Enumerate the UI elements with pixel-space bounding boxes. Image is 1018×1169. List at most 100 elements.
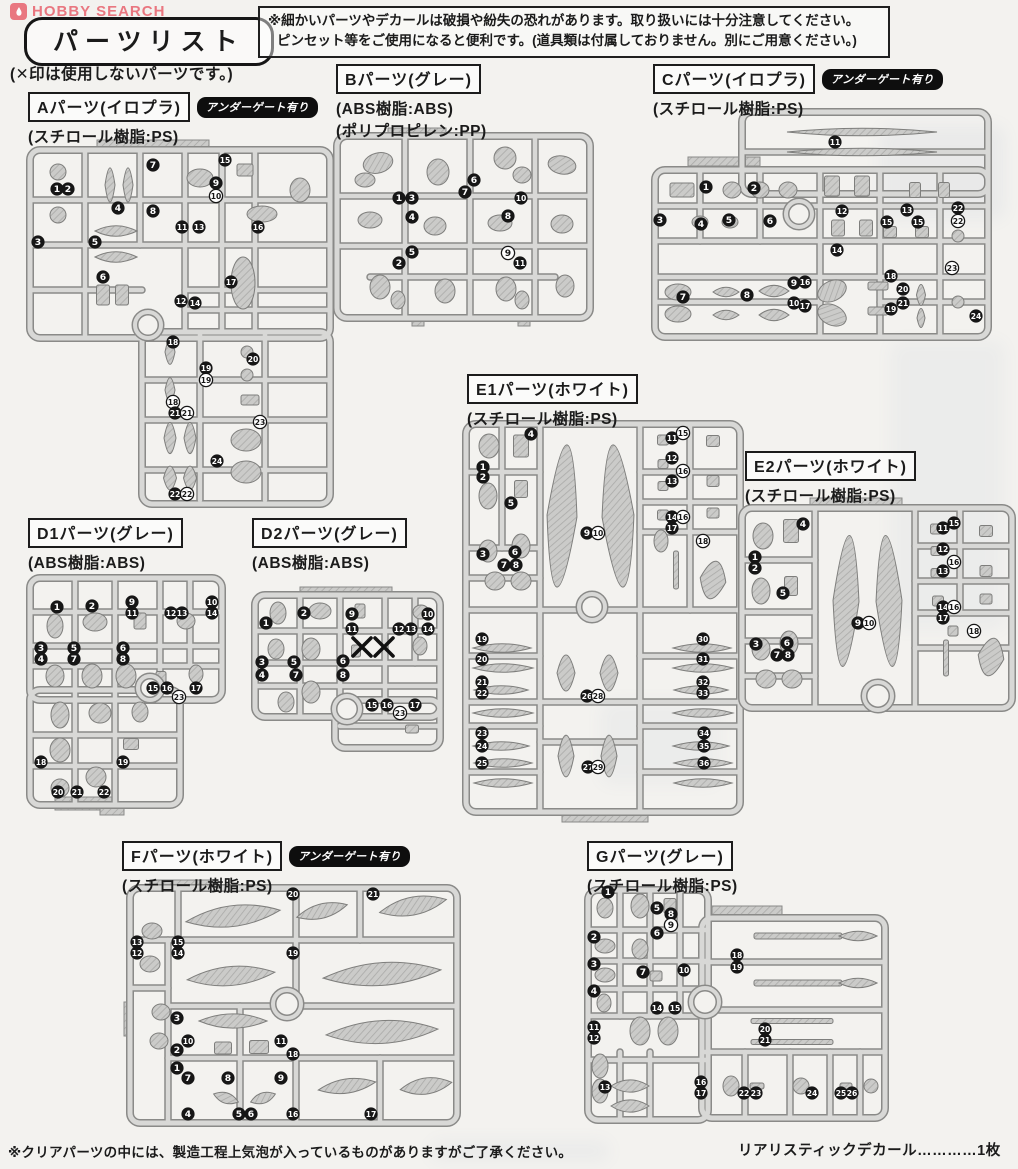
svg-text:16: 16 <box>162 684 173 693</box>
hobby-search-watermark: HOBBY SEARCH <box>10 3 165 20</box>
svg-text:16: 16 <box>288 1110 299 1119</box>
svg-text:10: 10 <box>789 299 800 308</box>
part-label-d1: D1パーツ(グレー) <box>28 518 183 548</box>
svg-text:14: 14 <box>667 513 678 522</box>
svg-text:10: 10 <box>211 192 222 201</box>
svg-text:10: 10 <box>183 1037 194 1046</box>
svg-text:19: 19 <box>477 635 488 644</box>
svg-text:20: 20 <box>760 1025 771 1034</box>
svg-text:19: 19 <box>201 376 212 385</box>
svg-text:15: 15 <box>882 218 893 227</box>
svg-text:8: 8 <box>120 654 126 665</box>
svg-text:10: 10 <box>679 966 690 975</box>
svg-text:5: 5 <box>508 498 514 509</box>
svg-text:7: 7 <box>462 187 468 198</box>
clear-parts-note: ※クリアパーツの中には、製造工程上気泡が入っているものがありますがご了承ください… <box>8 1145 573 1160</box>
svg-text:15: 15 <box>148 684 159 693</box>
svg-text:12: 12 <box>938 545 949 554</box>
material-b-1: (ABS樹脂:ABS) <box>336 101 454 118</box>
undergate-badge-a: アンダーゲート有り <box>196 96 318 118</box>
svg-text:18: 18 <box>36 758 47 767</box>
svg-text:13: 13 <box>667 477 678 486</box>
svg-text:2: 2 <box>301 608 307 619</box>
svg-text:5: 5 <box>236 1109 242 1120</box>
svg-text:14: 14 <box>207 609 218 618</box>
svg-text:24: 24 <box>807 1089 818 1098</box>
svg-text:13: 13 <box>194 223 205 232</box>
svg-text:12: 12 <box>667 454 678 463</box>
material-e2: (スチロール樹脂:PS) <box>745 488 896 505</box>
svg-text:29: 29 <box>593 763 604 772</box>
part-label-d2: D2パーツ(グレー) <box>252 518 407 548</box>
handling-notice: ※細かいパーツやデカールは破損や紛失の恐れがあります。取り扱いには十分注意してく… <box>258 6 890 58</box>
svg-text:14: 14 <box>173 949 184 958</box>
svg-text:5: 5 <box>409 247 415 258</box>
svg-text:11: 11 <box>127 609 138 618</box>
decal-count-note: リアリスティックデカール…………1枚 <box>738 1143 1001 1159</box>
svg-text:13: 13 <box>600 1083 611 1092</box>
svg-text:9: 9 <box>668 920 674 931</box>
svg-text:14: 14 <box>832 246 843 255</box>
svg-text:6: 6 <box>654 928 660 939</box>
svg-text:15: 15 <box>678 429 689 438</box>
svg-text:12: 12 <box>837 207 848 216</box>
svg-text:33: 33 <box>698 689 709 698</box>
hobby-search-brand-text: HOBBY SEARCH <box>32 3 166 20</box>
svg-text:20: 20 <box>248 355 259 364</box>
svg-text:20: 20 <box>288 890 299 899</box>
section-a-header: Aパーツ(イロプラ) アンダーゲート有り (スチロール樹脂:PS) <box>28 92 318 147</box>
svg-text:14: 14 <box>652 1004 663 1013</box>
svg-text:22: 22 <box>99 788 110 797</box>
svg-text:5: 5 <box>92 237 98 248</box>
svg-text:6: 6 <box>340 656 346 667</box>
svg-text:7: 7 <box>293 670 299 681</box>
svg-text:22: 22 <box>182 490 193 499</box>
svg-text:21: 21 <box>170 409 181 418</box>
svg-text:17: 17 <box>191 684 202 693</box>
svg-text:8: 8 <box>513 560 519 571</box>
svg-text:8: 8 <box>744 290 750 301</box>
section-d2-header: D2パーツ(グレー) (ABS樹脂:ABS) <box>252 518 407 573</box>
svg-text:19: 19 <box>288 949 299 958</box>
svg-text:1: 1 <box>174 1063 180 1074</box>
svg-text:17: 17 <box>410 701 421 710</box>
svg-text:17: 17 <box>667 524 678 533</box>
section-d1-header: D1パーツ(グレー) (ABS樹脂:ABS) <box>28 518 183 573</box>
part-label-a: Aパーツ(イロプラ) <box>28 92 190 122</box>
svg-text:19: 19 <box>201 364 212 373</box>
svg-text:19: 19 <box>118 758 129 767</box>
svg-text:8: 8 <box>785 650 791 661</box>
svg-text:11: 11 <box>347 625 358 634</box>
svg-text:12: 12 <box>166 609 177 618</box>
svg-text:17: 17 <box>366 1110 377 1119</box>
svg-text:4: 4 <box>698 219 704 230</box>
material-e1: (スチロール樹脂:PS) <box>467 411 618 428</box>
svg-text:16: 16 <box>949 558 960 567</box>
svg-text:11: 11 <box>177 223 188 232</box>
svg-text:26: 26 <box>847 1089 858 1098</box>
svg-text:2: 2 <box>591 932 597 943</box>
svg-text:9: 9 <box>278 1073 284 1084</box>
svg-text:2: 2 <box>396 258 402 269</box>
svg-text:20: 20 <box>477 655 488 664</box>
svg-text:21: 21 <box>760 1036 771 1045</box>
svg-text:9: 9 <box>855 618 861 629</box>
unused-part-x-mark <box>373 636 395 658</box>
svg-text:2: 2 <box>65 184 71 195</box>
svg-text:19: 19 <box>886 305 897 314</box>
svg-text:21: 21 <box>898 299 909 308</box>
svg-text:13: 13 <box>132 938 143 947</box>
svg-text:13: 13 <box>938 567 949 576</box>
svg-text:16: 16 <box>678 467 689 476</box>
svg-text:22: 22 <box>477 689 488 698</box>
svg-text:21: 21 <box>368 890 379 899</box>
svg-text:8: 8 <box>668 909 674 920</box>
svg-text:12: 12 <box>176 297 187 306</box>
svg-text:30: 30 <box>698 635 709 644</box>
